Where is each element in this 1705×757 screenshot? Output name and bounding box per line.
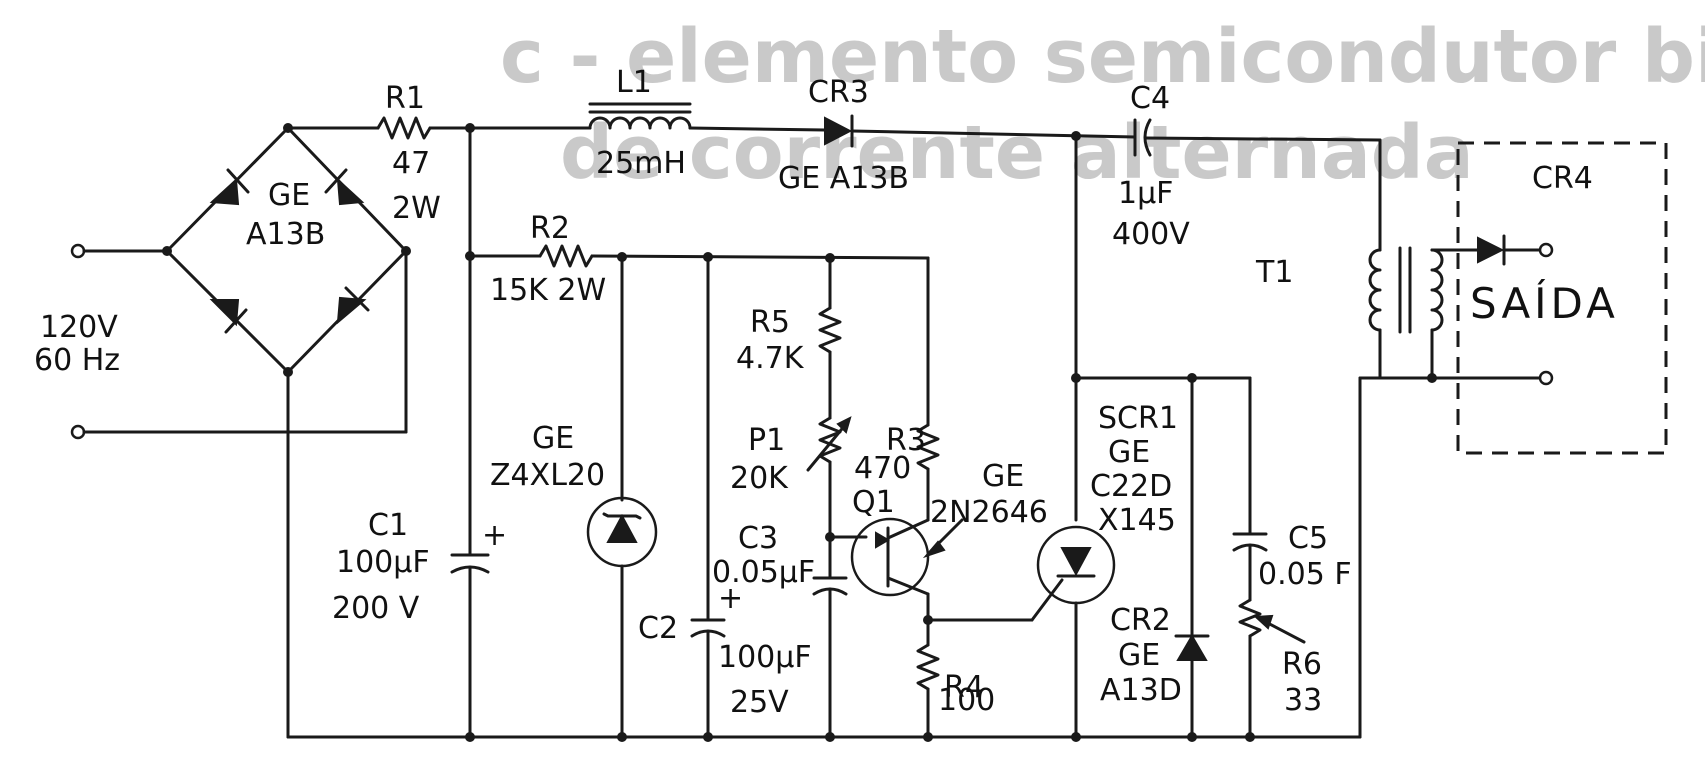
scr1-suffix-label: X145 bbox=[1098, 503, 1176, 538]
r3-value-label: 470 bbox=[854, 451, 911, 486]
scr1-maker-label: GE bbox=[1108, 435, 1150, 470]
input-voltage-label: 120V bbox=[40, 310, 118, 345]
scr1-ref-label: SCR1 bbox=[1098, 401, 1178, 436]
bridge-rectifier bbox=[162, 123, 411, 377]
q1-part-label: 2N2646 bbox=[930, 495, 1048, 530]
cr4-ref-label: CR4 bbox=[1532, 161, 1593, 196]
r5-ref-label: R5 bbox=[750, 305, 790, 340]
inductor-l1-icon bbox=[588, 116, 692, 130]
c5-value-label: 0.05 F bbox=[1258, 557, 1352, 592]
ujt-q1-icon bbox=[850, 517, 930, 597]
resistor-r2-icon bbox=[538, 244, 594, 268]
c5-ref-label: C5 bbox=[1288, 521, 1328, 556]
zener-diode-icon bbox=[586, 496, 658, 568]
junction-r6-ground bbox=[1245, 732, 1255, 742]
resistor-r1-icon bbox=[376, 116, 432, 140]
potentiometer-p1-arrow-icon bbox=[806, 416, 852, 472]
zener-part-label: Z4XL20 bbox=[490, 458, 605, 493]
bridge-part-label: A13B bbox=[246, 217, 325, 252]
r2-ref-label: R2 bbox=[530, 211, 570, 246]
potentiometer-p1-icon bbox=[818, 416, 842, 464]
bridge-diode-upper-left-icon bbox=[209, 168, 250, 206]
wire-scr-gate-lead bbox=[1030, 578, 1064, 622]
ac-input-terminal-bottom bbox=[70, 424, 86, 440]
cr2-maker-label: GE bbox=[1118, 638, 1160, 673]
q1-maker-label: GE bbox=[982, 459, 1024, 494]
c1-ref-label: C1 bbox=[368, 508, 408, 543]
junction-c1-ground bbox=[465, 732, 475, 742]
output-label: SAÍDA bbox=[1470, 278, 1619, 328]
junction-c3-ground bbox=[825, 732, 835, 742]
cr3-part-label: GE A13B bbox=[778, 161, 909, 196]
r1-rating-label: 2W bbox=[392, 191, 441, 226]
r6-ref-label: R6 bbox=[1282, 647, 1322, 682]
q1-ref-label: Q1 bbox=[852, 485, 895, 520]
r2-value-label: 15K 2W bbox=[490, 273, 606, 308]
r1-ref-label: R1 bbox=[385, 81, 425, 116]
input-frequency-label: 60 Hz bbox=[34, 343, 120, 378]
junction-r4-ground bbox=[923, 732, 933, 742]
c1-polarity-mark: + bbox=[482, 518, 507, 553]
r5-value-label: 4.7K bbox=[736, 341, 805, 376]
scr1-part-label: C22D bbox=[1090, 469, 1172, 504]
bridge-maker-label: GE bbox=[268, 178, 310, 213]
c3-value-label: 0.05µF bbox=[712, 555, 815, 590]
l1-value-label: 25mH bbox=[596, 146, 686, 181]
c2-rating-label: 25V bbox=[730, 685, 789, 720]
junction-cr2-ground bbox=[1187, 732, 1197, 742]
diode-cr4-icon bbox=[1477, 234, 1506, 266]
wire-l1-to-cr3 bbox=[688, 126, 827, 132]
background-heading-line2: de corrente alternada bbox=[560, 110, 1474, 196]
r1-value-label: 47 bbox=[392, 146, 430, 181]
r6-pointer-arrow-icon bbox=[1253, 614, 1306, 644]
output-terminal-top bbox=[1538, 242, 1554, 258]
junction-output-bottom bbox=[1427, 373, 1437, 383]
p1-value-label: 20K bbox=[730, 461, 789, 496]
c4-ref-label: C4 bbox=[1130, 81, 1170, 116]
c4-value-label: 1µF bbox=[1118, 176, 1173, 211]
bridge-diode-upper-right-icon bbox=[324, 168, 365, 206]
bridge-diode-lower-right-icon bbox=[336, 286, 370, 325]
output-terminal-bottom bbox=[1538, 370, 1554, 386]
junction-c2-ground bbox=[703, 732, 713, 742]
output-module-border bbox=[1456, 141, 1668, 455]
bridge-diode-lower-left-icon bbox=[209, 299, 248, 334]
wire-c4-to-t1 bbox=[1144, 136, 1382, 142]
resistor-r6-icon bbox=[1238, 598, 1262, 638]
t1-ref-label: T1 bbox=[1255, 255, 1293, 290]
r4-value-label: 100 bbox=[938, 683, 995, 718]
cr2-ref-label: CR2 bbox=[1110, 603, 1171, 638]
c2-polarity-mark: + bbox=[718, 581, 743, 616]
cr3-ref-label: CR3 bbox=[808, 75, 869, 110]
c1-rating-label: 200 V bbox=[332, 591, 420, 626]
scr1-icon bbox=[1036, 525, 1116, 605]
ac-input-terminal-top bbox=[70, 243, 86, 259]
q1-pointer-arrow-icon bbox=[922, 518, 964, 559]
cr2-part-label: A13D bbox=[1100, 673, 1182, 708]
c2-ref-label: C2 bbox=[638, 611, 678, 646]
junction-zener-ground bbox=[617, 732, 627, 742]
c1-value-label: 100µF bbox=[336, 545, 430, 580]
transformer-t1-icon bbox=[1368, 246, 1444, 334]
c3-ref-label: C3 bbox=[738, 521, 778, 556]
junction-scr-ground bbox=[1071, 732, 1081, 742]
r6-value-label: 33 bbox=[1284, 683, 1322, 718]
resistor-r5-icon bbox=[818, 306, 842, 354]
c4-rating-label: 400V bbox=[1112, 217, 1190, 252]
c2-value-label: 100µF bbox=[718, 640, 812, 675]
diode-cr2-icon bbox=[1174, 634, 1210, 661]
r4-ref-label: R4 bbox=[944, 670, 984, 705]
resistor-r4-icon bbox=[916, 643, 940, 691]
r3-ref-label: R3 bbox=[886, 423, 926, 458]
zener-maker-label: GE bbox=[532, 421, 574, 456]
resistor-r3-icon bbox=[916, 423, 940, 471]
wire-cr3-to-c4 bbox=[850, 129, 1137, 139]
background-heading-line1: c - elemento semicondutor bipolar bbox=[500, 14, 1705, 100]
l1-ref-label: L1 bbox=[616, 65, 652, 100]
regulated-rail bbox=[590, 254, 930, 260]
p1-ref-label: P1 bbox=[748, 423, 785, 458]
